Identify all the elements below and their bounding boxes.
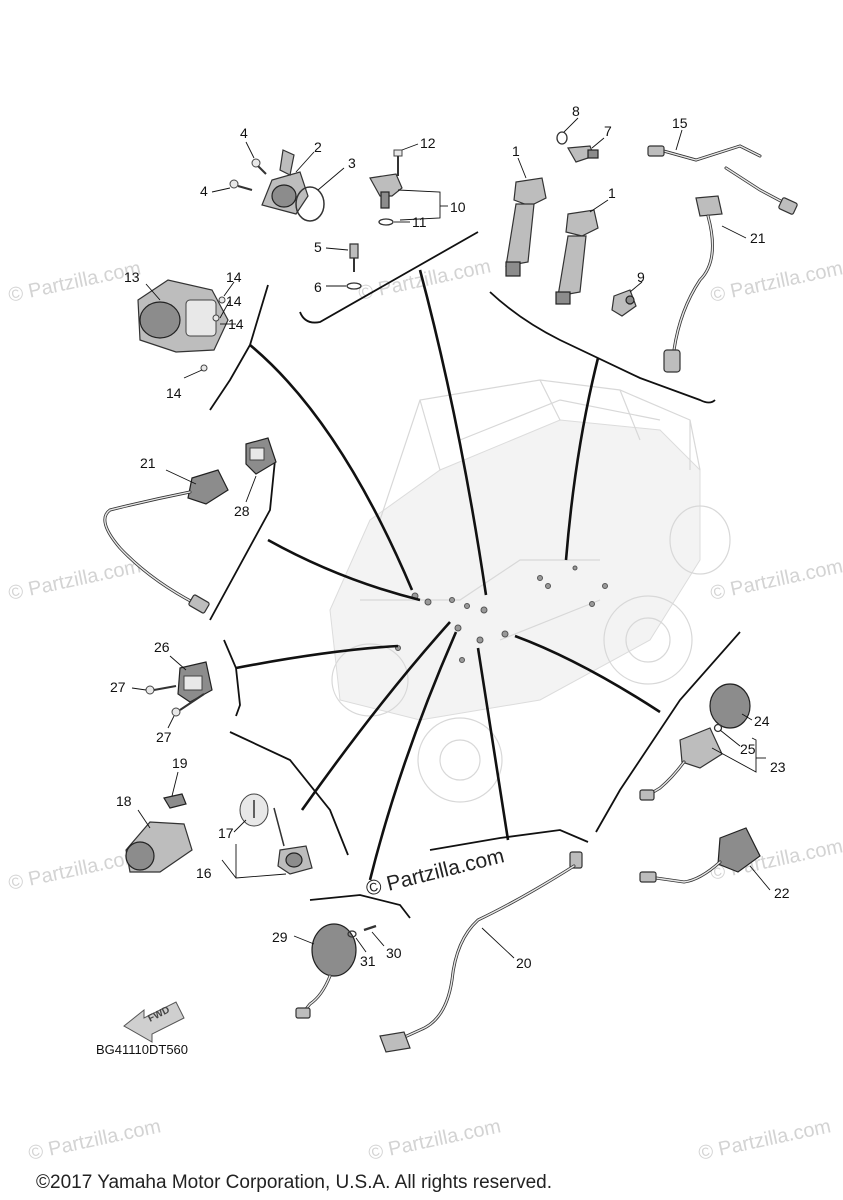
part-6-washer[interactable] bbox=[346, 282, 362, 290]
part-23-sensor-assy[interactable] bbox=[639, 727, 723, 801]
callout-numbers: 1 1 2 3 4 4 5 6 7 8 9 10 11 12 13 14 14 … bbox=[110, 103, 790, 971]
part-9-pressure-switch[interactable] bbox=[611, 289, 637, 317]
callout-24: 24 bbox=[754, 713, 770, 729]
callout-13: 13 bbox=[124, 269, 140, 285]
watermark-bottom-left: © Partzilla.com bbox=[26, 1115, 162, 1165]
part-29-horn[interactable] bbox=[295, 923, 357, 1019]
watermark-right-top: © Partzilla.com bbox=[708, 257, 843, 307]
callout-26: 26 bbox=[154, 639, 170, 655]
part-15-sensor-lead[interactable] bbox=[647, 144, 798, 215]
part-4-screw-upper[interactable] bbox=[251, 158, 267, 175]
part-13-throttle-body[interactable] bbox=[137, 279, 229, 353]
part-3-o-ring[interactable] bbox=[295, 186, 325, 222]
callout-5: 5 bbox=[314, 239, 322, 255]
callout-28: 28 bbox=[234, 503, 250, 519]
pointer-lines bbox=[235, 269, 661, 881]
callout-22: 22 bbox=[774, 885, 790, 901]
fwd-arrow-icon: FWD bbox=[123, 1001, 185, 1043]
part-12-bolt[interactable] bbox=[393, 149, 403, 176]
callout-4b: 4 bbox=[200, 183, 208, 199]
callout-14a: 14 bbox=[226, 269, 242, 285]
callout-8: 8 bbox=[572, 103, 580, 119]
callout-17: 17 bbox=[218, 825, 234, 841]
callout-1a: 1 bbox=[512, 143, 520, 159]
part-19-clip[interactable] bbox=[163, 793, 187, 809]
callout-30: 30 bbox=[386, 945, 402, 961]
callout-14d: 14 bbox=[226, 293, 242, 309]
part-5-sensor-bolt[interactable] bbox=[349, 243, 359, 272]
callout-19: 19 bbox=[172, 755, 188, 771]
callout-27a: 27 bbox=[110, 679, 126, 695]
callout-9: 9 bbox=[637, 269, 645, 285]
watermark-left-low: © Partzilla.com bbox=[6, 845, 142, 895]
part-8-o-ring[interactable] bbox=[556, 131, 568, 145]
part-20-sensor-lead[interactable] bbox=[379, 851, 583, 1053]
part-31-washer[interactable] bbox=[347, 930, 357, 938]
part-21-upper-sensor-lead[interactable] bbox=[663, 195, 723, 373]
watermark-left-mid: © Partzilla.com bbox=[6, 555, 142, 605]
part-18-connector-cap[interactable] bbox=[125, 821, 193, 873]
watermark-left-top: © Partzilla.com bbox=[6, 257, 142, 307]
part-11-o-ring[interactable] bbox=[378, 218, 394, 226]
part-21-left-sensor-lead[interactable] bbox=[103, 469, 229, 614]
callout-21a: 21 bbox=[750, 230, 766, 246]
watermark-right-mid: © Partzilla.com bbox=[708, 555, 843, 605]
part-14-screws[interactable] bbox=[200, 296, 226, 372]
leader-lines bbox=[131, 117, 771, 959]
diagram-code: BG41110DT560 bbox=[96, 1042, 188, 1057]
part-17-cap[interactable] bbox=[239, 793, 269, 827]
callout-31: 31 bbox=[360, 953, 376, 969]
callout-6: 6 bbox=[314, 279, 322, 295]
copyright-line: ©2017 Yamaha Motor Corporation, U.S.A. A… bbox=[36, 1172, 552, 1193]
center-watermark: © Partzilla.com bbox=[364, 844, 507, 901]
callout-3: 3 bbox=[348, 155, 356, 171]
part-4-screw-lower[interactable] bbox=[229, 179, 253, 191]
part-22-sensor[interactable] bbox=[639, 827, 761, 884]
callout-18: 18 bbox=[116, 793, 132, 809]
callout-16: 16 bbox=[196, 865, 212, 881]
part-28-connector[interactable] bbox=[245, 437, 277, 475]
callout-12: 12 bbox=[420, 135, 436, 151]
part-2-sensor[interactable] bbox=[261, 149, 309, 215]
callout-4a: 4 bbox=[240, 125, 248, 141]
part-24-cap[interactable] bbox=[709, 683, 751, 729]
part-1-ignition-coil-a[interactable] bbox=[505, 177, 547, 277]
callout-10: 10 bbox=[450, 199, 466, 215]
callout-7: 7 bbox=[604, 123, 612, 139]
vehicle-illustration bbox=[329, 379, 731, 803]
callout-14c: 14 bbox=[166, 385, 182, 401]
part-10-crank-position-sensor[interactable] bbox=[369, 173, 403, 209]
callout-20: 20 bbox=[516, 955, 532, 971]
part-16-main-switch[interactable] bbox=[273, 807, 313, 875]
callout-11: 11 bbox=[412, 214, 427, 230]
callout-2: 2 bbox=[314, 139, 322, 155]
callout-27b: 27 bbox=[156, 729, 172, 745]
watermark-bottom-center: © Partzilla.com bbox=[366, 1115, 502, 1165]
part-7-temperature-sensor[interactable] bbox=[567, 145, 599, 163]
part-25-o-ring[interactable] bbox=[713, 723, 723, 733]
callout-21b: 21 bbox=[140, 455, 156, 471]
callout-1b: 1 bbox=[608, 185, 616, 201]
callout-29: 29 bbox=[272, 929, 288, 945]
callout-15: 15 bbox=[672, 115, 688, 131]
callout-23: 23 bbox=[770, 759, 786, 775]
callout-14b: 14 bbox=[228, 316, 244, 332]
callout-25: 25 bbox=[740, 741, 756, 757]
part-1-ignition-coil-b[interactable] bbox=[555, 209, 599, 305]
part-30-bolt[interactable] bbox=[363, 924, 377, 932]
watermark-bottom-right: © Partzilla.com bbox=[696, 1115, 832, 1165]
